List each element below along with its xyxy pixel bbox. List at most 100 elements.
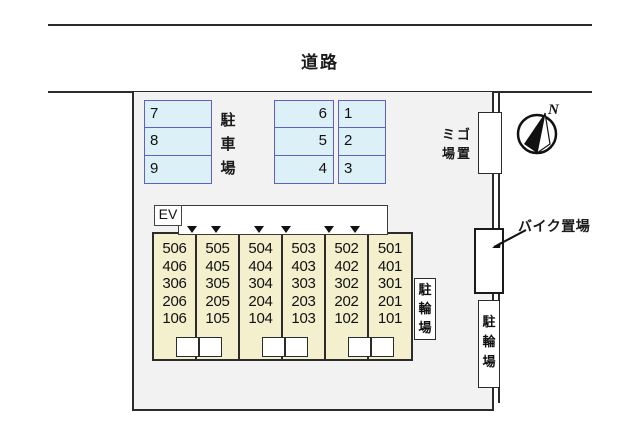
unit-column: 504 404 304 204 104	[240, 234, 283, 359]
unit-column: 503 403 303 203 103	[283, 234, 326, 359]
down-triangle-icon	[211, 226, 221, 233]
unit-number: 302	[334, 275, 359, 292]
parking-block-middle: 6 5 4	[274, 100, 334, 184]
balcony-box	[199, 337, 222, 357]
unit-number: 105	[205, 310, 230, 327]
unit-number: 404	[248, 257, 273, 275]
unit-number: 301	[377, 275, 403, 292]
parking-block-right: 1 2 3	[338, 100, 386, 184]
garbage-label-char: 場	[441, 147, 455, 162]
garbage-area-label: ゴ 置 ミ 場	[437, 126, 475, 164]
unit-number: 405	[205, 257, 230, 275]
garbage-label-column: ミ 場	[441, 126, 456, 164]
apartment-building: 506 406 306 206 106 505 405 305 205 105 …	[152, 232, 413, 361]
unit-number: 104	[248, 310, 273, 327]
parking-stall-number: 3	[344, 160, 353, 177]
motorcycle-parking-box	[474, 228, 504, 294]
unit-number: 203	[291, 292, 316, 310]
garbage-label-char: ミ	[441, 128, 455, 143]
parking-stall[interactable]: 1	[338, 100, 386, 128]
unit-column: 505 405 305 205 105	[197, 234, 240, 359]
unit-number: 501	[377, 240, 403, 257]
elevator-box[interactable]: EV	[154, 205, 182, 226]
unit-number: 304	[248, 275, 273, 292]
unit-number-list: 502 402 302 202 102	[326, 240, 367, 328]
parking-label-char: 駐	[220, 111, 236, 129]
unit-number: 106	[162, 310, 187, 327]
balcony-box	[285, 337, 308, 357]
parking-stall-number: 2	[344, 132, 353, 149]
parking-stall[interactable]: 4	[274, 156, 334, 184]
garbage-area-box	[478, 112, 502, 174]
motorcycle-parking-label: バイク置場	[518, 219, 591, 235]
garbage-label-char: ゴ	[456, 128, 470, 143]
down-triangle-icon	[324, 226, 334, 233]
bicycle-parking-outer: 駐 輪 場	[478, 300, 500, 388]
unit-number: 504	[248, 240, 273, 257]
unit-column: 506 406 306 206 106	[154, 234, 197, 359]
parking-stall[interactable]: 7	[144, 100, 212, 128]
road-label: 道路	[301, 53, 339, 73]
parking-stall-number: 7	[150, 105, 159, 122]
parking-stall[interactable]: 6	[274, 100, 334, 128]
bicycle-label-char: 輪	[482, 335, 496, 350]
parking-block-left: 7 8 9	[144, 100, 212, 184]
bicycle-label-char: 輪	[418, 302, 432, 317]
unit-number: 101	[377, 310, 403, 327]
bicycle-label-char: 駐	[482, 315, 496, 330]
unit-number: 403	[291, 257, 316, 275]
unit-number: 505	[205, 240, 230, 257]
unit-number: 204	[248, 292, 273, 310]
balcony-box	[371, 337, 394, 357]
down-triangle-icon	[350, 226, 360, 233]
unit-number: 201	[377, 292, 403, 310]
parking-stall[interactable]: 8	[144, 128, 212, 156]
unit-number: 102	[334, 310, 359, 327]
unit-number: 103	[291, 310, 316, 327]
balcony-box	[348, 337, 371, 357]
unit-number: 306	[162, 275, 187, 292]
parking-stall-number: 9	[150, 160, 159, 177]
garbage-label-column: ゴ 置	[456, 126, 471, 164]
bicycle-label-char: 駐	[418, 283, 432, 298]
down-triangle-icon	[254, 226, 264, 233]
unit-column: 502 402 302 202 102	[326, 234, 369, 359]
unit-number: 401	[377, 257, 403, 275]
unit-column: 501 401 301 201 101	[369, 234, 411, 359]
unit-number: 503	[291, 240, 316, 257]
unit-number-list: 503 403 303 203 103	[283, 240, 324, 328]
unit-number-list: 504 404 304 204 104	[240, 240, 281, 328]
unit-number: 502	[334, 240, 359, 257]
down-triangle-icon	[281, 226, 291, 233]
bicycle-parking-inner: 駐 輪 場	[414, 278, 436, 340]
balcony-box	[262, 337, 285, 357]
motorcycle-leader-line	[492, 229, 527, 248]
road-upper-boundary-line	[48, 24, 592, 26]
parking-stall[interactable]: 3	[338, 156, 386, 184]
parking-stall[interactable]: 2	[338, 128, 386, 156]
unit-number: 402	[334, 257, 359, 275]
compass-rose-icon: N	[516, 102, 560, 155]
unit-number: 205	[205, 292, 230, 310]
parking-label-char: 車	[220, 135, 236, 153]
compass-north-letter: N	[547, 102, 560, 118]
parking-stall[interactable]: 5	[274, 128, 334, 156]
unit-number: 305	[205, 275, 230, 292]
parking-stall-number: 8	[150, 132, 159, 149]
unit-number: 506	[162, 240, 187, 257]
unit-number: 303	[291, 275, 316, 292]
bicycle-label-char: 場	[418, 321, 432, 336]
parking-stall-number: 6	[318, 105, 327, 122]
bicycle-label-char: 場	[482, 355, 496, 370]
down-triangle-icon	[187, 226, 197, 233]
garbage-label-char: 置	[456, 147, 470, 162]
parking-stall-number: 1	[344, 105, 353, 122]
unit-number-list: 506 406 306 206 106	[154, 240, 195, 328]
unit-number: 406	[162, 257, 187, 275]
parking-stall[interactable]: 9	[144, 156, 212, 184]
parking-label-char: 場	[220, 159, 236, 177]
parking-stall-number: 4	[318, 160, 327, 177]
balcony-box	[176, 337, 199, 357]
unit-number-list: 505 405 305 205 105	[197, 240, 238, 328]
